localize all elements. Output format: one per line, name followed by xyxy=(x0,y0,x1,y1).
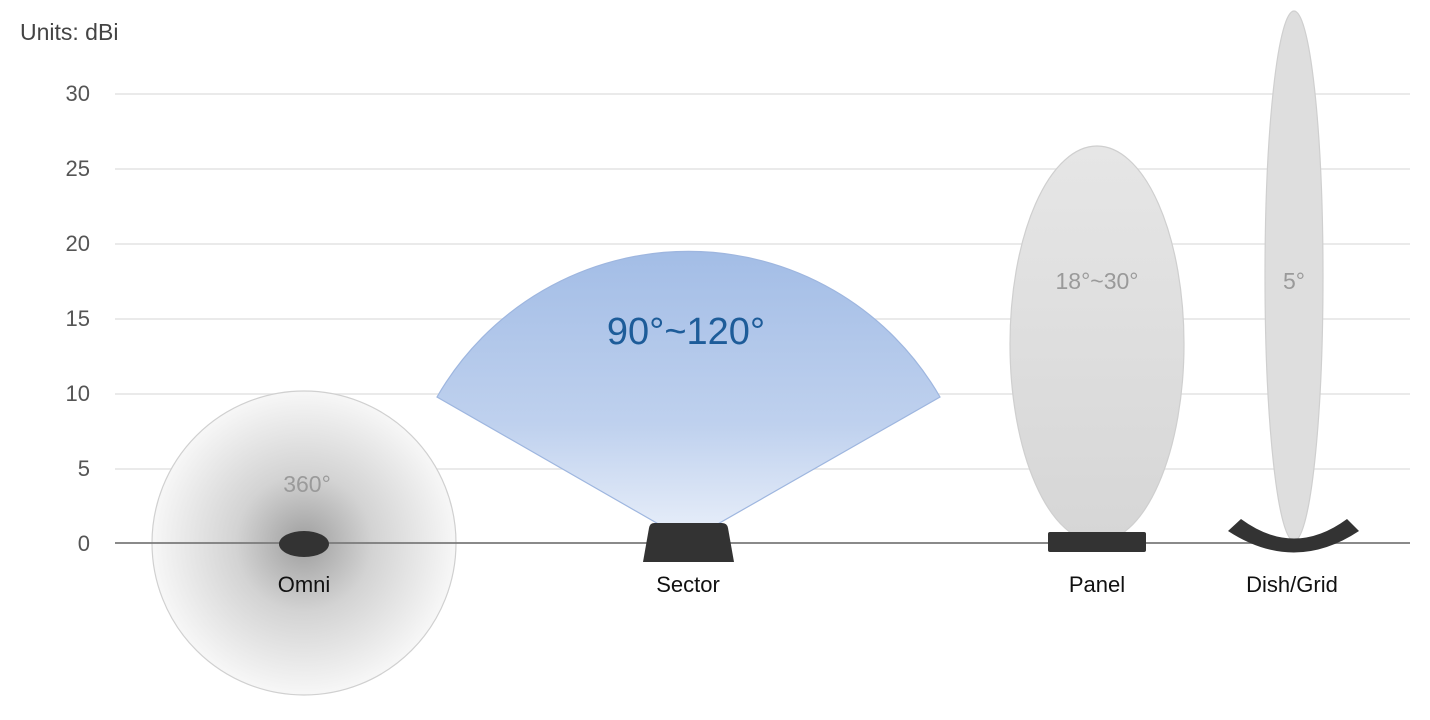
dish-beamwidth-label: 5° xyxy=(1283,268,1305,294)
y-axis-ticks: 0 5 10 15 20 25 30 xyxy=(66,81,90,556)
sector-beamwidth-label: 90°~120° xyxy=(607,311,765,353)
y-tick-30: 30 xyxy=(66,81,90,106)
omni-beamwidth-label: 360° xyxy=(283,471,331,497)
panel-name-label: Panel xyxy=(1069,572,1125,597)
omni-name-label: Omni xyxy=(278,572,331,597)
sector-name-label: Sector xyxy=(656,572,720,597)
y-tick-0: 0 xyxy=(78,531,90,556)
y-tick-15: 15 xyxy=(66,306,90,331)
units-label: Units: dBi xyxy=(20,19,118,45)
y-tick-20: 20 xyxy=(66,231,90,256)
sector-antenna-icon xyxy=(643,523,734,562)
dish-name-label: Dish/Grid xyxy=(1246,572,1338,597)
y-tick-25: 25 xyxy=(66,156,90,181)
y-tick-10: 10 xyxy=(66,381,90,406)
panel-beam-pattern xyxy=(1009,145,1185,543)
omni-antenna-icon xyxy=(279,531,329,557)
sector-beam-pattern xyxy=(436,250,941,542)
panel-antenna-icon xyxy=(1048,532,1146,552)
dish-antenna-icon xyxy=(1228,519,1359,553)
panel-beamwidth-label: 18°~30° xyxy=(1056,268,1139,294)
y-tick-5: 5 xyxy=(78,456,90,481)
